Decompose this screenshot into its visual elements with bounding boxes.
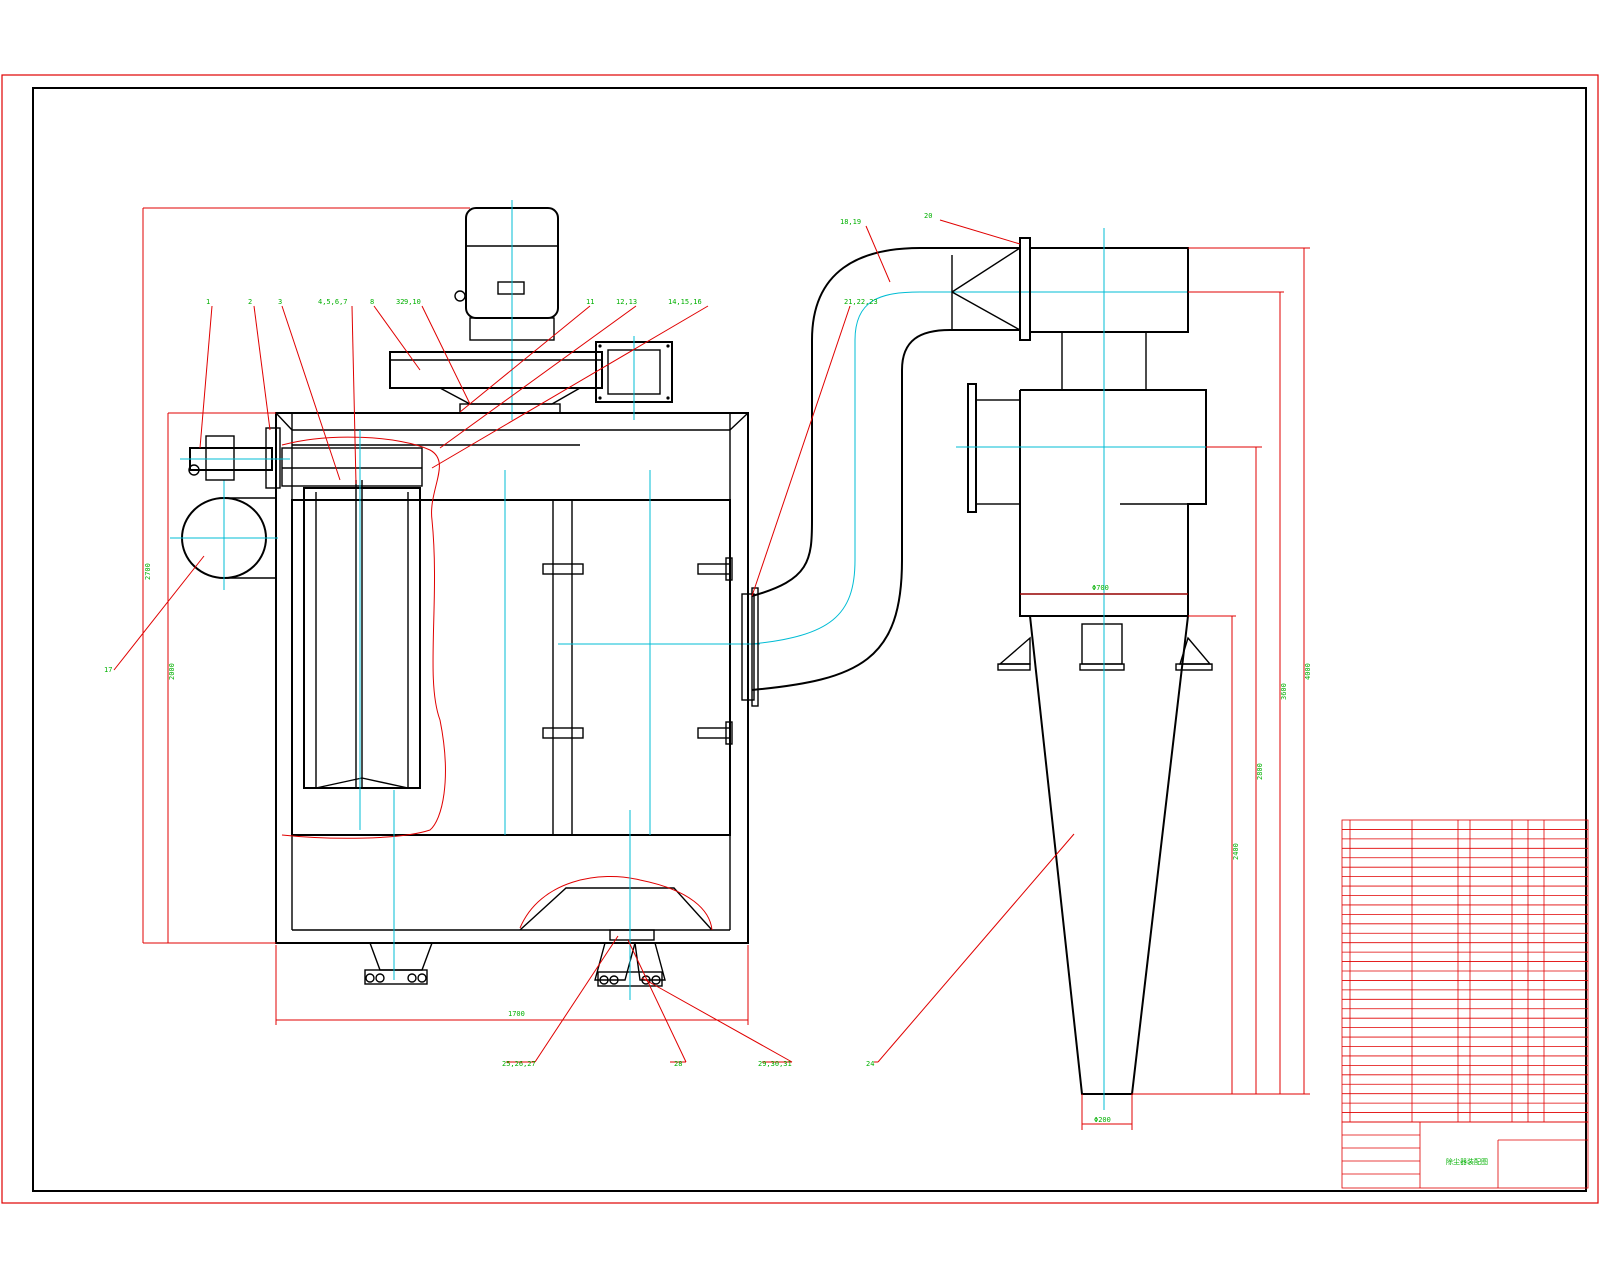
title-block-name: 除尘器装配图 — [1446, 1157, 1488, 1166]
label-2: 2 — [248, 298, 252, 306]
label-7: 11 — [586, 298, 594, 306]
label-4: 4,5,6,7 — [318, 298, 348, 306]
label-17: 29,30,31 — [758, 1060, 792, 1068]
label-6: 9,10 — [404, 298, 421, 306]
connecting-duct — [741, 237, 1200, 707]
bag-filter-assembly — [275, 412, 760, 1000]
label-15: 25,26,27 — [502, 1060, 536, 1068]
label-8: 12,13 — [616, 298, 637, 306]
air-tank — [170, 480, 278, 590]
label-9: 14,15,16 — [668, 298, 702, 306]
label-10: 17 — [104, 666, 112, 674]
dim-height-left: 2700 — [144, 563, 152, 580]
leader-lines — [113, 219, 1075, 1063]
dim-outlet: Φ200 — [1094, 1116, 1111, 1124]
label-16: 28 — [674, 1060, 682, 1068]
dimension-lines — [142, 207, 1310, 1130]
label-3: 3 — [278, 298, 282, 306]
dim-width: 1700 — [508, 1010, 525, 1018]
label-18: 32 — [396, 298, 404, 306]
leader-labels: 1 2 3 4,5,6,7 8 9,10 11 12,13 14,15,16 1… — [104, 212, 932, 1068]
label-5: 8 — [370, 298, 374, 306]
label-1: 1 — [206, 298, 210, 306]
title-block: 除尘器装配图 — [1419, 1122, 1588, 1188]
dim-h2: 3600 — [1280, 683, 1288, 700]
outlet-flange — [595, 336, 673, 420]
cyclone-separator-icon — [956, 228, 1220, 1110]
label-11: 18,19 — [840, 218, 861, 226]
dim-total-right: 4000 — [1304, 663, 1312, 680]
fan-base — [389, 351, 603, 414]
inner-frame — [32, 87, 1587, 1192]
filter-bag-icon — [303, 480, 421, 789]
label-12: 20 — [924, 212, 932, 220]
pulse-valve — [180, 427, 290, 489]
outer-frame — [1, 74, 1599, 1204]
dim-h3: 2800 — [1256, 763, 1264, 780]
label-14: 24 — [866, 1060, 874, 1068]
dim-cyclone-dia: Φ700 — [1092, 584, 1109, 592]
motor-icon — [454, 200, 559, 420]
dimension-texts: 1700 2700 2000 Φ700 Φ200 4000 3600 2800 … — [144, 563, 1312, 1124]
label-13: 21,22,23 — [844, 298, 878, 306]
dim-h4: 2400 — [1232, 843, 1240, 860]
dim-body-height: 2000 — [168, 663, 176, 680]
parts-list-table — [1341, 819, 1589, 1189]
